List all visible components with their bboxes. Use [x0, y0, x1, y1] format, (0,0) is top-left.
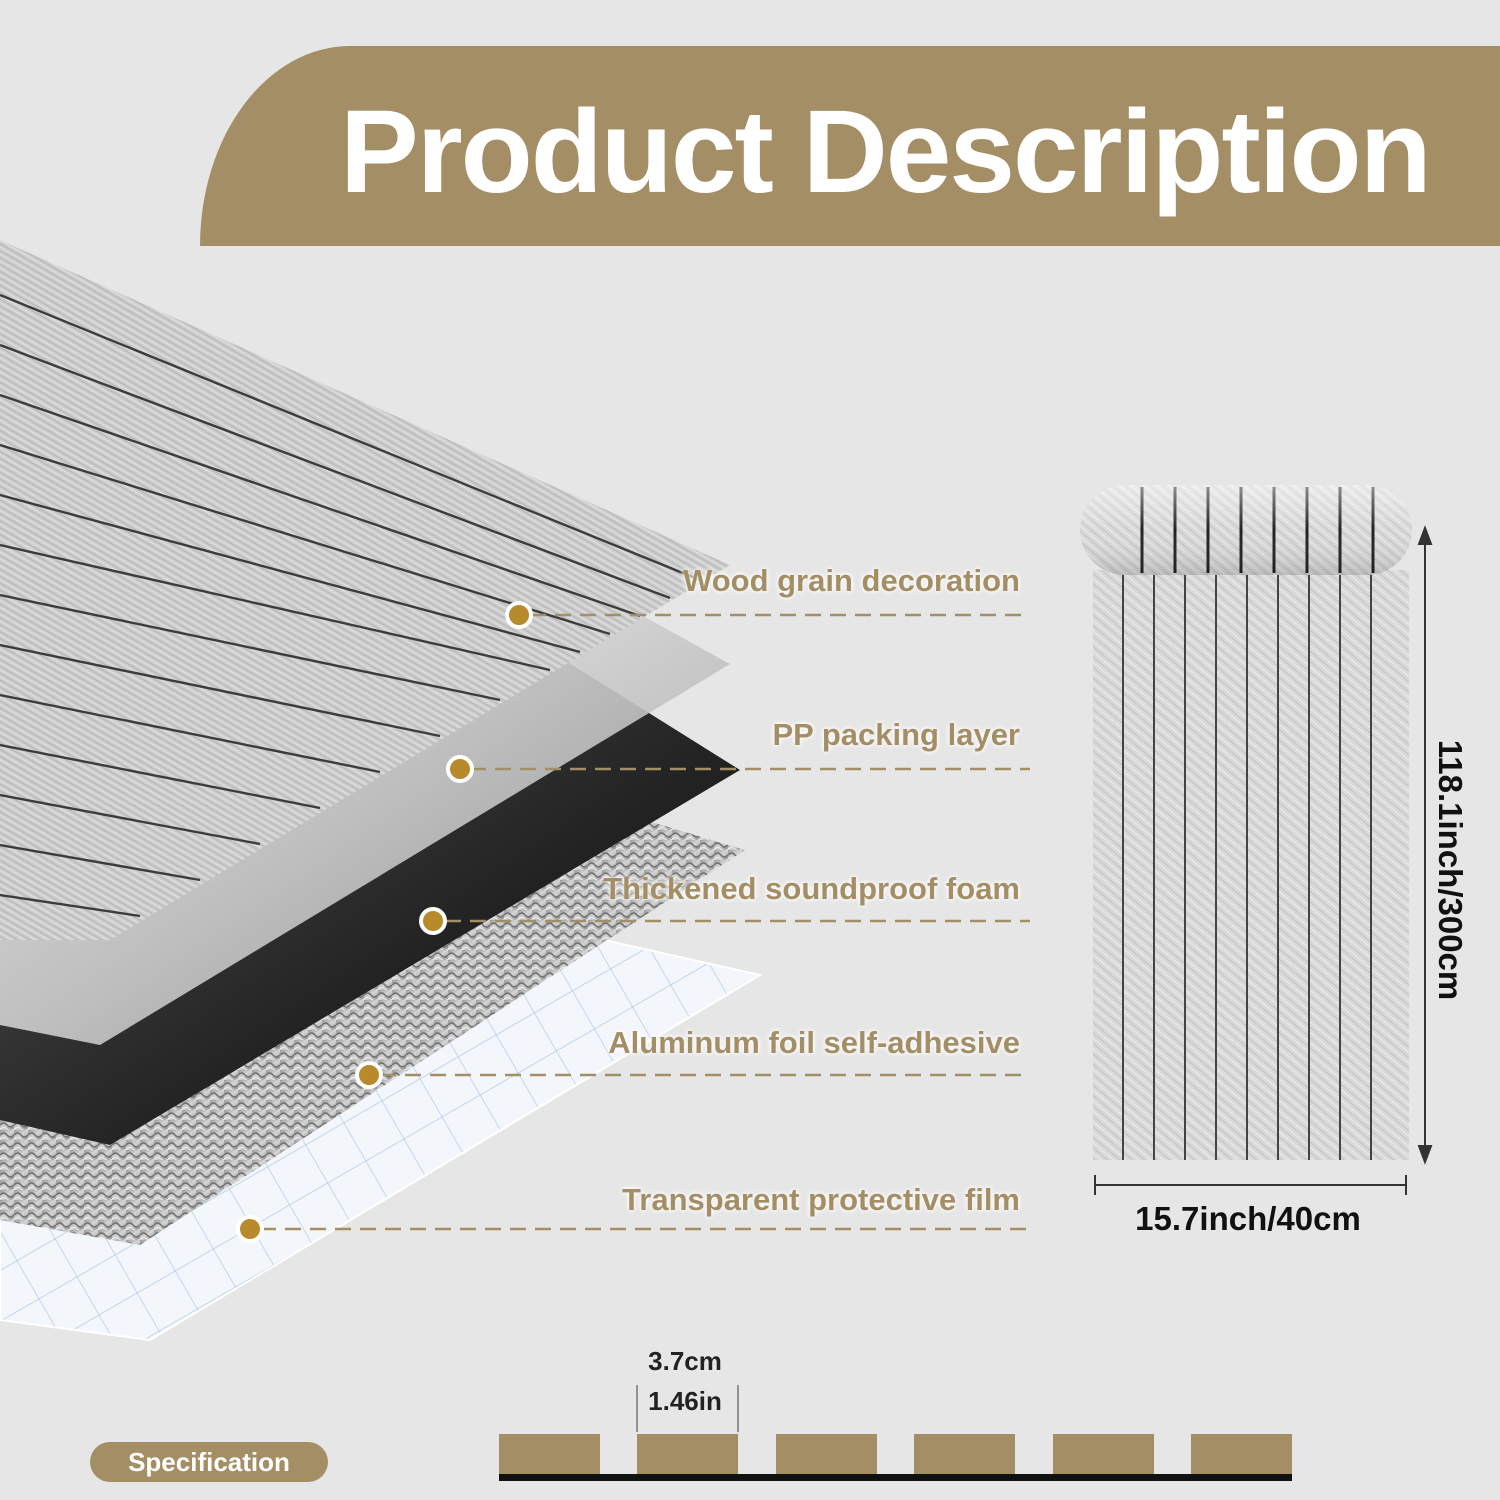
marker-dot-pp — [446, 755, 474, 783]
strip-block — [499, 1434, 600, 1474]
strip-width-in-label: 1.46in — [648, 1386, 722, 1416]
layer-label-film: Transparent protective film — [622, 1182, 1020, 1217]
strip-spacing-diagram — [499, 1385, 1292, 1481]
layer-label-foam: Thickened soundproof foam — [603, 871, 1020, 906]
width-dimension-line — [1094, 1175, 1407, 1195]
strip-block — [1191, 1434, 1292, 1474]
strip-width-cm-label: 3.7cm — [648, 1346, 722, 1376]
layer-label-foil: Aluminum foil self-adhesive — [608, 1025, 1020, 1060]
page-title: Product Description — [340, 86, 1432, 218]
strip-baseline — [499, 1474, 1292, 1481]
strip-block — [776, 1434, 877, 1474]
strip-block — [914, 1434, 1015, 1474]
roll-height-label: 118.1inch/300cm — [1432, 739, 1469, 1001]
roll-illustration — [1080, 485, 1433, 1195]
foam-layer — [0, 648, 740, 1145]
marker-dot-foil — [355, 1061, 383, 1089]
strip-block — [637, 1434, 738, 1474]
strip-block — [1053, 1434, 1154, 1474]
roll-width-label: 15.7inch/40cm — [1135, 1200, 1361, 1237]
wood-grooves — [0, 293, 701, 918]
marker-dot-film — [236, 1215, 264, 1243]
header-banner: Product Description — [200, 46, 1500, 246]
aluminum-foil-layer — [0, 790, 745, 1245]
marker-dot-wood — [505, 601, 533, 629]
layer-label-pp: PP packing layer — [772, 717, 1020, 752]
strip-width-bracket — [636, 1385, 739, 1432]
marker-dot-foam — [419, 907, 447, 935]
roll-sheet — [1093, 570, 1409, 1160]
layer-stack-illustration — [0, 240, 1030, 1342]
height-dimension-arrow — [1417, 525, 1433, 1165]
specification-badge: Specification — [90, 1442, 328, 1482]
layer-label-wood: Wood grain decoration — [683, 563, 1020, 598]
